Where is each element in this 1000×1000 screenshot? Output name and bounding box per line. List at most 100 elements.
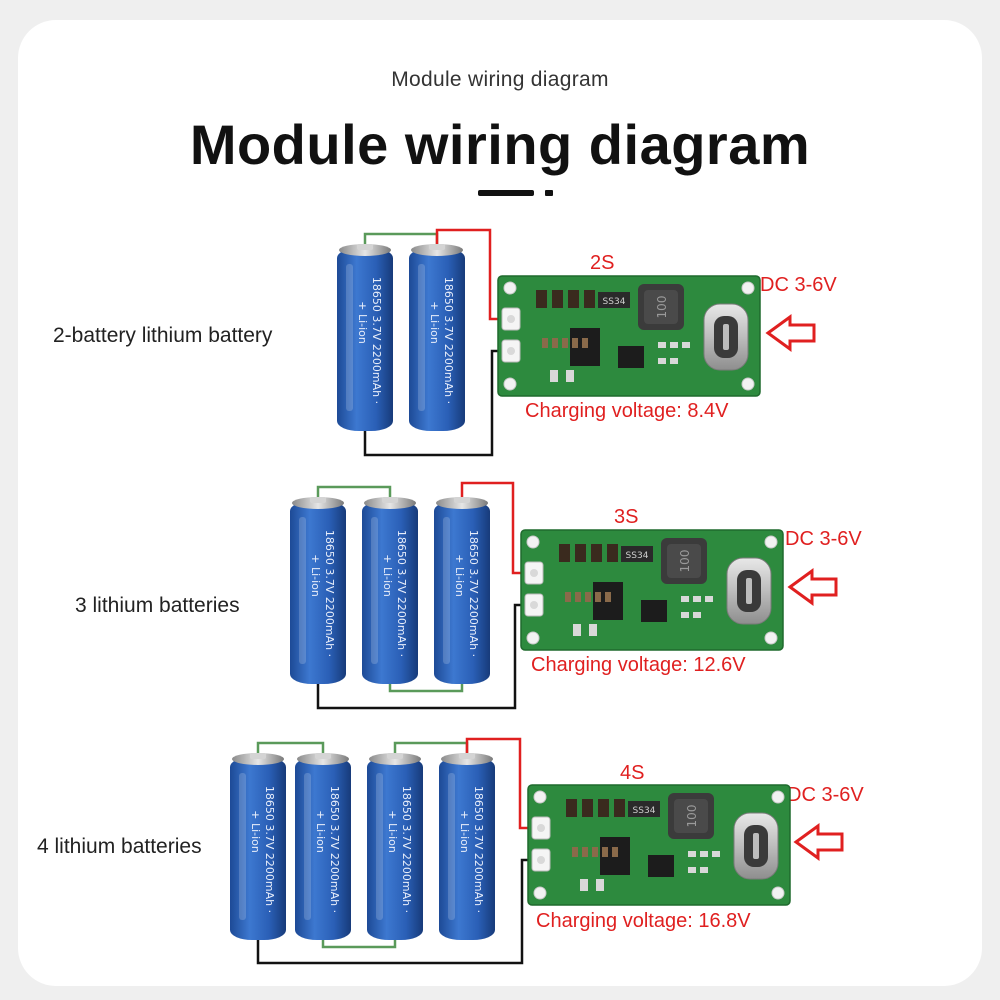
pad-hole — [507, 347, 515, 355]
title-underline-dot — [545, 190, 553, 196]
capacitor — [598, 799, 609, 817]
inductor-print: 100 — [655, 296, 669, 319]
usb-c-tongue — [753, 833, 759, 859]
battery-body — [295, 757, 351, 940]
smd-part — [575, 592, 581, 602]
smd-part — [712, 851, 720, 857]
usb-c-tongue — [746, 578, 752, 604]
ic-secondary — [618, 346, 644, 368]
battery-print-line1: + Li-ion — [309, 554, 322, 597]
battery-body — [367, 757, 423, 940]
battery-print-line1: + Li-ion — [428, 301, 441, 344]
negative-wire — [256, 858, 532, 965]
capacitor — [536, 290, 547, 308]
smd-part — [688, 851, 696, 857]
series-link-wire — [388, 684, 464, 693]
input-label-3s: DC 3-6V — [785, 528, 862, 550]
diode — [598, 292, 630, 308]
battery-terminal — [429, 244, 445, 250]
inductor-top — [667, 544, 701, 578]
smd-part — [700, 867, 708, 873]
series-link-wire — [321, 940, 397, 949]
capacitor — [552, 290, 563, 308]
pcb — [497, 275, 761, 397]
battery-terminal — [454, 497, 470, 503]
battery-print-line1: + Li-ion — [314, 810, 327, 853]
ic-secondary — [641, 600, 667, 622]
series-link-wire — [256, 741, 325, 757]
battery-terminal — [315, 753, 331, 759]
capacitor — [566, 799, 577, 817]
smd-part — [612, 847, 618, 857]
smd-part — [565, 592, 571, 602]
page-title: Module wiring diagram — [189, 113, 811, 176]
inductor-top — [644, 290, 678, 324]
smd-part — [585, 592, 591, 602]
diode-print: SS34 — [603, 297, 626, 307]
mounting-hole — [741, 377, 755, 391]
negative-wire — [363, 349, 502, 457]
battery-highlight — [443, 517, 450, 664]
smd-part — [572, 847, 578, 857]
mounting-hole — [503, 281, 517, 295]
capacitor — [614, 799, 625, 817]
battery-print-line1: + Li-ion — [386, 810, 399, 853]
battery-terminal — [357, 244, 373, 250]
pad-hole — [507, 315, 515, 323]
battery-print-line1: + Li-ion — [381, 554, 394, 597]
mounting-hole — [533, 886, 547, 900]
smd-part — [582, 338, 588, 348]
card-background — [18, 20, 982, 986]
smd-part — [688, 867, 696, 873]
battery-print-line1: + Li-ion — [458, 810, 471, 853]
battery-highlight — [371, 517, 378, 664]
smd-part — [552, 338, 558, 348]
row-label-3s: 3 lithium batteries — [75, 594, 240, 617]
battery-print-line1: + Li-ion — [356, 301, 369, 344]
input-label-4s: DC 3-6V — [787, 784, 864, 806]
charging-voltage-3s: Charging voltage: 12.6V — [531, 654, 746, 676]
row-label-4s: 4 lithium batteries — [37, 835, 202, 858]
smd-part — [670, 342, 678, 348]
inductor-print: 100 — [678, 550, 692, 573]
capacitor — [575, 544, 586, 562]
page-subtitle: Module wiring diagram — [391, 68, 609, 91]
input-arrow — [765, 314, 816, 352]
led — [573, 624, 581, 636]
battery-print-line2: 18650 3.7V 2200mAh · — [323, 530, 336, 657]
battery-highlight — [448, 773, 455, 920]
battery-print-line2: 18650 3.7V 2200mAh · — [395, 530, 408, 657]
charging-voltage-2s: Charging voltage: 8.4V — [525, 400, 729, 422]
diode-print: SS34 — [633, 806, 656, 816]
led — [550, 370, 558, 382]
smd-part — [693, 596, 701, 602]
battery-print-line1: + Li-ion — [453, 554, 466, 597]
mounting-hole — [526, 535, 540, 549]
battery-terminal — [387, 753, 403, 759]
smd-part — [592, 847, 598, 857]
smd-part — [595, 592, 601, 602]
smd-part — [700, 851, 708, 857]
positive-wire — [435, 228, 502, 321]
capacitor — [584, 290, 595, 308]
led — [589, 624, 597, 636]
capacitor — [568, 290, 579, 308]
smd-part — [658, 342, 666, 348]
mounting-hole — [533, 790, 547, 804]
battery-print-line2: 18650 3.7V 2200mAh · — [263, 786, 276, 913]
positive-wire — [460, 481, 525, 575]
mounting-hole — [741, 281, 755, 295]
smd-part — [602, 847, 608, 857]
smd-part — [681, 596, 689, 602]
pad-hole — [530, 569, 538, 577]
series-label-3s: 3S — [614, 506, 639, 528]
battery-print-line2: 18650 3.7V 2200mAh · — [472, 786, 485, 913]
